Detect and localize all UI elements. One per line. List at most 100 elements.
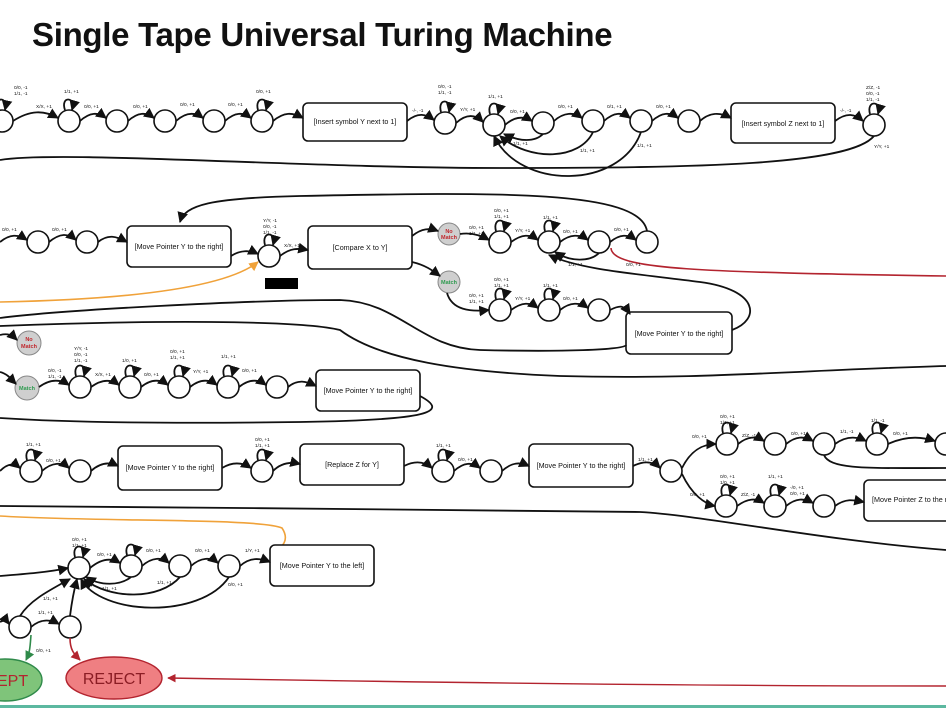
edge-label: 1/1, +1	[255, 443, 270, 449]
compare-label: [Compare X to Y]	[333, 243, 388, 252]
no-match-pill	[16, 330, 42, 356]
state	[168, 554, 192, 578]
edge-label: 1/1, +1	[488, 94, 503, 100]
state	[257, 244, 281, 268]
edge-label: 1/1, +1	[638, 457, 653, 463]
move-y-right-label: [Move Pointer Y to the right]	[635, 329, 724, 338]
row-4: [Move Pointer Y to the right] [Replace Z…	[0, 414, 946, 551]
state	[431, 459, 455, 483]
edge-label: 0/0, -1	[438, 84, 452, 90]
edge-label: 0/0, +1	[52, 227, 67, 233]
move-y-right-label: [Move Pointer Y to the right]	[135, 242, 224, 251]
reject-label: REJECT	[83, 671, 145, 688]
edge-label: 1/1, +1	[580, 148, 595, 154]
state	[862, 113, 886, 137]
edge-label: 1/1, +1	[637, 143, 652, 149]
edge-label: 0/0, -1	[263, 224, 277, 230]
edge-label: 0/0, -1	[74, 352, 88, 358]
edge-label: 1/0, +1	[122, 358, 137, 364]
edge-label: 0/0, +1	[720, 414, 735, 420]
edge-label: Y/Y, +1	[515, 296, 531, 302]
state	[934, 432, 946, 456]
edge-label: 0/0, +1	[893, 431, 908, 437]
edge-label: 1/1, +1	[494, 214, 509, 220]
state	[659, 459, 683, 483]
state	[153, 109, 177, 133]
move-y-right-box-c	[315, 369, 421, 412]
edge-label: 1/1, -1	[871, 418, 885, 424]
edge-label: 1/1, +1	[543, 215, 558, 221]
match-pill	[14, 375, 40, 401]
state	[68, 375, 92, 399]
edge-label: -/0, +1	[790, 485, 804, 491]
accept-label: EPT	[0, 673, 28, 690]
edge-label: Y/Y, +1	[874, 144, 890, 150]
state	[865, 432, 889, 456]
state	[8, 615, 32, 639]
edge-label: 1/1, +1	[568, 262, 583, 268]
state	[119, 554, 143, 578]
edge-label: 1/1, +1	[26, 442, 41, 448]
state	[58, 615, 82, 639]
edge-label: 0/0, +1	[469, 225, 484, 231]
page-title: Single Tape Universal Turing Machine	[32, 16, 613, 53]
edge-label: 1/1, +1	[157, 580, 172, 586]
no-match-text-1: No	[25, 337, 33, 343]
state	[677, 109, 701, 133]
edge-label: 0/0, +1	[469, 293, 484, 299]
edge-label: 1/1, +1	[102, 586, 117, 592]
edge-label: 1/1, +1	[436, 443, 451, 449]
state	[217, 554, 241, 578]
edge-label: 1/1, +1	[543, 283, 558, 289]
state	[479, 459, 503, 483]
move-y-right-box-a	[126, 225, 232, 268]
state	[57, 109, 81, 133]
edge-label: 0/0, +1	[2, 227, 17, 233]
replace-z-label: [Replace Z for Y]	[325, 460, 379, 469]
state	[68, 459, 92, 483]
edge-label: 1/1, +1	[469, 231, 484, 237]
state	[488, 230, 512, 254]
match-text: Match	[19, 386, 36, 392]
edge-label: 1/1, +1	[494, 283, 509, 289]
move-y-right-box-b	[625, 311, 733, 355]
row-3: No Match Match [Move Pointer Y to the ri…	[0, 329, 433, 424]
state	[0, 109, 14, 133]
edge-label: 0/0, +1	[255, 437, 270, 443]
insert-z-label: [Insert symbol Z next to 1]	[742, 119, 825, 128]
edge-label: 0/0, +1	[563, 229, 578, 235]
edge-label: -/-, -1	[840, 108, 852, 114]
state	[488, 298, 512, 322]
edge-label: 1/1, -1	[48, 374, 62, 380]
edge-label: Y/Y, +1	[515, 228, 531, 234]
edge-label: 0/0, +1	[228, 102, 243, 108]
edge-label: X/X, +1	[36, 104, 52, 110]
state	[216, 375, 240, 399]
state	[19, 459, 43, 483]
state	[250, 459, 274, 483]
edge-label: 1/1, -1	[263, 230, 277, 236]
edge-label: 0/0, -1	[48, 368, 62, 374]
edge-label: 0/0, +1	[791, 431, 806, 437]
edge-label: 1/1, +1	[221, 354, 236, 360]
edge-label: X/X, +1	[284, 243, 300, 249]
state	[581, 109, 605, 133]
state	[635, 230, 659, 254]
move-y-left-label: [Move Pointer Y to the left]	[280, 561, 364, 570]
edge-label: -/-, -1	[412, 108, 424, 114]
edge-label: 1/1, +1	[768, 474, 783, 480]
edge-label: 0/0, +1	[626, 262, 641, 268]
move-z-right-label: [Move Pointer Z to the r	[872, 495, 946, 504]
state	[715, 432, 739, 456]
state	[75, 230, 99, 254]
edge-label: 0/0, +1	[97, 552, 112, 558]
state	[812, 432, 836, 456]
edge-label: 1/1, +1	[43, 596, 58, 602]
state	[531, 111, 555, 135]
state	[537, 230, 561, 254]
state	[433, 111, 457, 135]
state	[537, 298, 561, 322]
edge-label: Y/Y, -1	[74, 346, 88, 352]
edge-label: 0/0, +1	[690, 492, 705, 498]
